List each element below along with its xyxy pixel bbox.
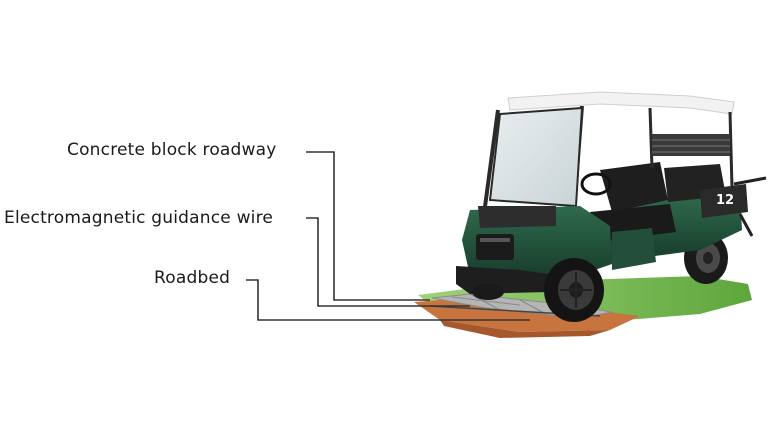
cart-number: 12 xyxy=(716,193,734,208)
roadbed-soil xyxy=(414,298,640,338)
label-concrete-block-roadway: Concrete block roadway xyxy=(67,140,277,160)
windshield xyxy=(488,106,584,208)
label-roadbed: Roadbed xyxy=(154,268,231,288)
leader-line-wire xyxy=(306,217,470,307)
front-wheel xyxy=(544,258,604,322)
cart-rear-body xyxy=(590,162,767,262)
label-electromagnetic-guidance-wire: Electromagnetic guidance wire xyxy=(4,208,274,228)
front-left-wheel xyxy=(472,284,504,300)
leader-line-concrete xyxy=(306,151,430,301)
leader-lines xyxy=(246,151,530,321)
steering-wheel xyxy=(580,172,612,196)
leader-line-roadbed xyxy=(246,279,530,321)
